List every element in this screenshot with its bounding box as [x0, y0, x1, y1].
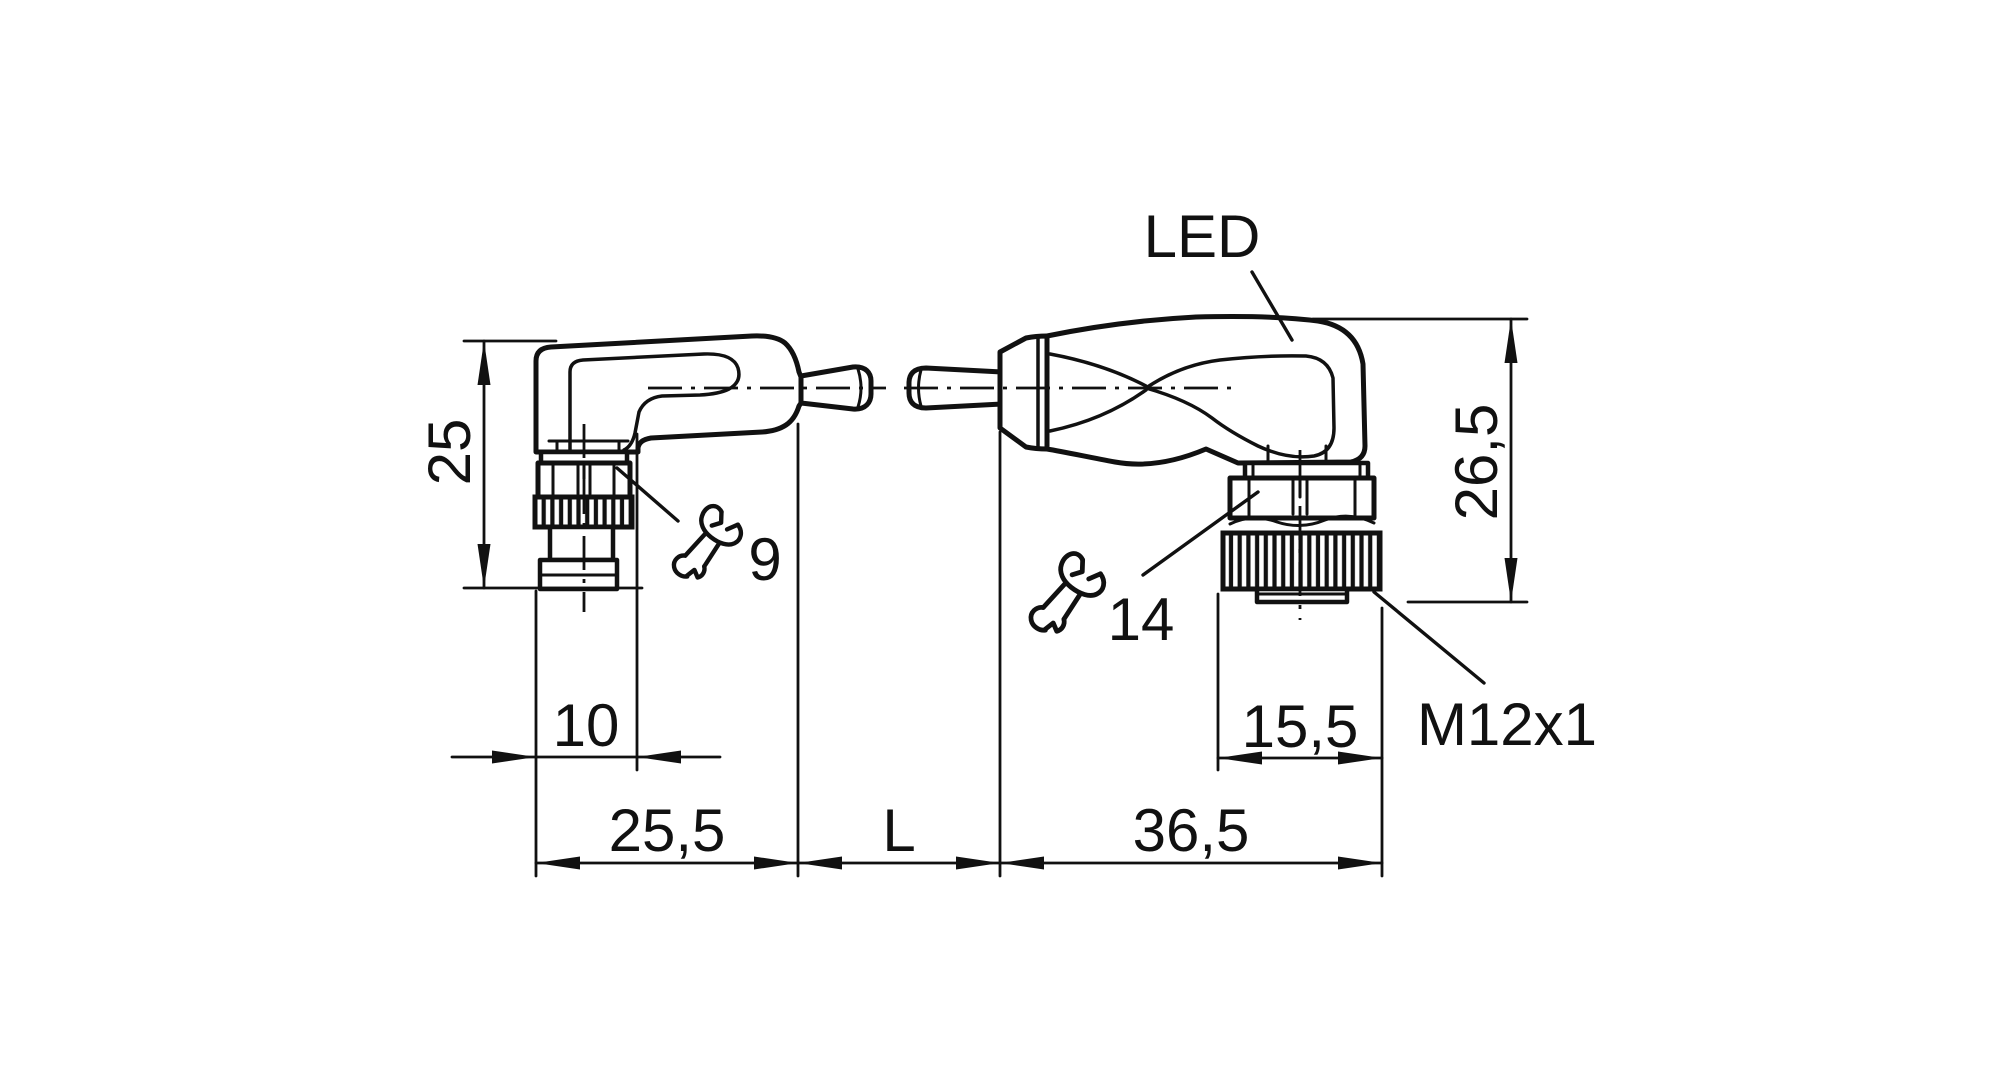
wrench-icon-right	[1028, 551, 1107, 634]
arrow-right	[1338, 751, 1382, 765]
dim-label-L: L	[882, 797, 915, 864]
arrow-up	[477, 341, 491, 385]
right-funnel-top	[1048, 352, 1148, 388]
left-nut-lower	[547, 524, 616, 563]
dim-label-10: 10	[553, 692, 620, 759]
thread-label: M12x1	[1417, 691, 1597, 758]
dim-label-26-5: 26,5	[1443, 404, 1510, 521]
right-nut-hex	[1227, 475, 1377, 521]
dimension-left-width: 10	[450, 692, 722, 764]
annotations: LED M12x1 9 14	[615, 203, 1597, 758]
right-coupling-nut	[1220, 460, 1383, 605]
right-cavity-inner-line	[1144, 354, 1336, 459]
led-leader-line	[1250, 270, 1294, 342]
wrench-9-leader-line	[615, 466, 680, 523]
arrow-right	[956, 856, 1000, 870]
right-bell	[997, 333, 1050, 452]
thread-leader-line	[1372, 590, 1486, 685]
dimension-right-height: 26,5	[1443, 317, 1518, 604]
arrow-down	[1504, 558, 1518, 602]
left-connector-body	[533, 333, 804, 455]
dimensions: 25 10 25,5 L 36,5	[416, 317, 1529, 878]
left-connector	[532, 333, 886, 612]
dimension-left-length: 25,5	[534, 797, 800, 870]
right-connector-body	[1044, 314, 1368, 467]
wrench-9-label: 9	[748, 526, 781, 593]
led-label: LED	[1144, 203, 1261, 270]
wrench-14-leader-line	[1141, 490, 1260, 577]
dim-label-25-5: 25,5	[609, 797, 726, 864]
right-funnel-bottom	[1048, 388, 1148, 433]
wrench-icon-left	[671, 503, 744, 580]
arrow-up	[1504, 319, 1518, 363]
arrow-left	[637, 750, 681, 764]
right-nut-knurl	[1220, 530, 1383, 592]
arrow-left	[1000, 856, 1044, 870]
arrow-right	[492, 750, 536, 764]
wrench-14-label: 14	[1108, 586, 1175, 653]
arrow-down	[477, 544, 491, 588]
arrow-right	[754, 856, 798, 870]
dimension-right-width: 15,5	[1216, 693, 1384, 765]
dim-label-36-5: 36,5	[1133, 797, 1250, 864]
left-nut-hex-lines	[551, 463, 616, 497]
dim-label-15-5: 15,5	[1242, 693, 1359, 760]
arrow-left	[536, 856, 580, 870]
dimension-left-height: 25	[416, 339, 491, 590]
extension-lines	[462, 317, 1529, 878]
arrow-left	[1218, 751, 1262, 765]
right-nut-ring-ticks	[1251, 463, 1362, 479]
arrow-left	[798, 856, 842, 870]
right-connector	[904, 314, 1383, 620]
dimension-right-length: 36,5	[998, 797, 1384, 870]
dim-label-25: 25	[416, 419, 483, 486]
arrow-right	[1338, 856, 1382, 870]
dimension-cable-length: L	[796, 797, 1002, 870]
right-cable-stub	[906, 365, 1005, 411]
